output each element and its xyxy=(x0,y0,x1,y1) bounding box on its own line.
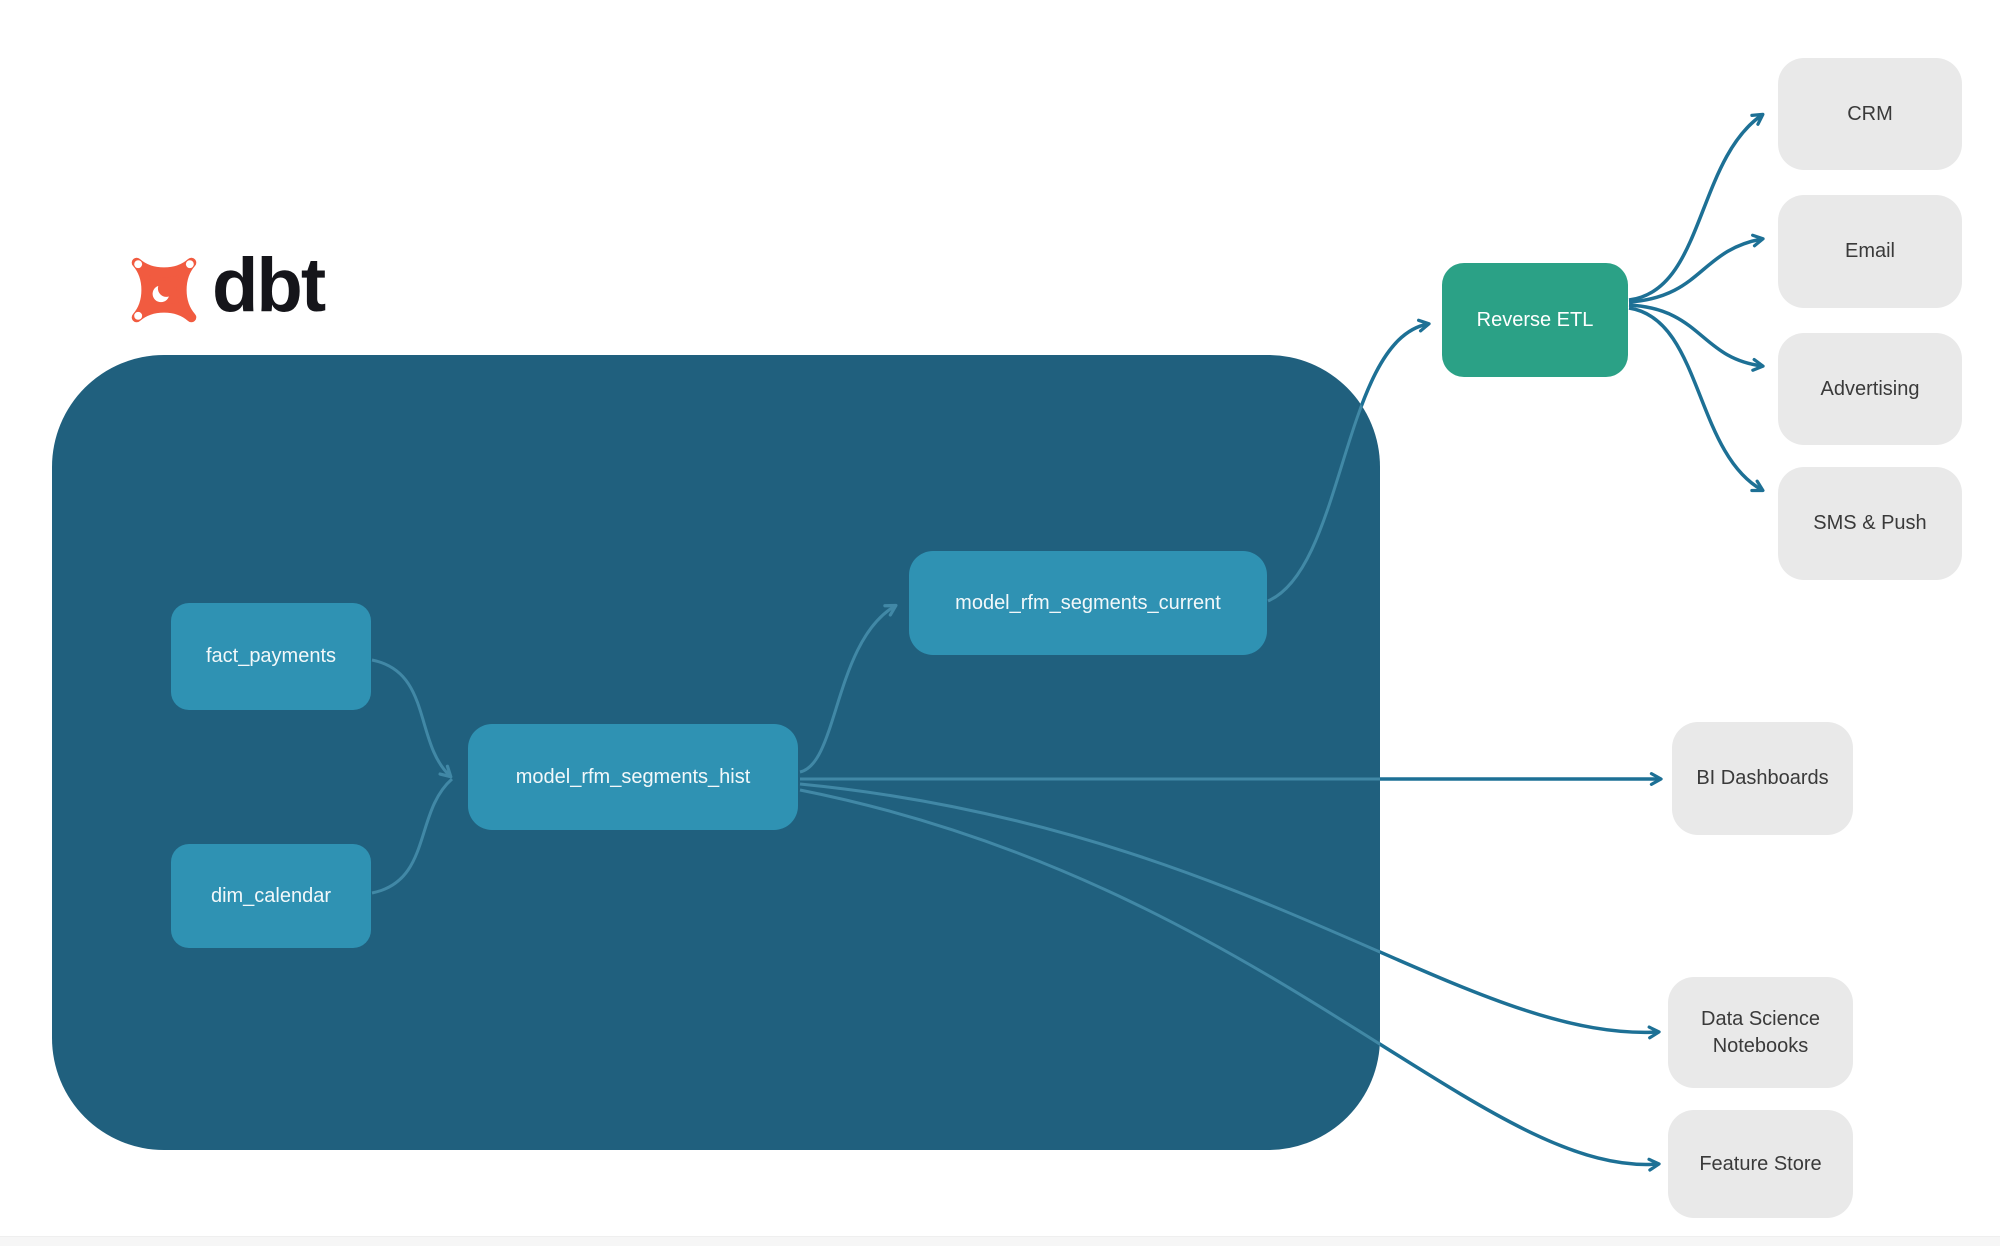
node-label: Feature Store xyxy=(1699,1152,1822,1175)
node-label: Data Science Notebooks xyxy=(1701,1007,1820,1057)
bottom-edge-strip xyxy=(0,1236,2000,1246)
node-label: model_rfm_segments_hist xyxy=(515,765,751,788)
dbt-star-icon xyxy=(131,257,197,323)
node-label: Advertising xyxy=(1820,377,1920,400)
node-feature-store: Feature Store xyxy=(1668,1110,1853,1218)
node-label: Email xyxy=(1844,240,1895,262)
node-sms-push: SMS & Push xyxy=(1778,467,1962,580)
edge-reverseetl-crm xyxy=(1628,112,1765,302)
edge-reverseetl-advertising xyxy=(1628,303,1765,372)
node-advertising: Advertising xyxy=(1778,333,1962,445)
node-crm: CRM xyxy=(1778,58,1962,170)
node-data-science-notebooks: Data Science Notebooks xyxy=(1668,977,1853,1088)
node-email: Email xyxy=(1778,195,1962,308)
node-label: dim_calendar xyxy=(210,884,332,907)
node-model-rfm-segments-hist: model_rfm_segments_hist xyxy=(468,724,798,830)
node-label: model_rfm_segments_current xyxy=(955,591,1221,614)
node-label: SMS & Push xyxy=(1813,512,1927,534)
node-label: CRM xyxy=(1847,102,1893,125)
node-label: BI Dashboards xyxy=(1696,767,1829,789)
node-label: fact_payments xyxy=(205,645,337,667)
node-fact-payments: fact_payments xyxy=(171,603,371,710)
edge-reverseetl-email xyxy=(1628,233,1765,304)
node-dim-calendar: dim_calendar xyxy=(171,844,371,948)
node-label: Reverse ETL xyxy=(1476,308,1594,331)
edge-reverseetl-sms xyxy=(1628,306,1765,493)
dbt-logo: dbt xyxy=(126,248,326,328)
node-model-rfm-segments-current: model_rfm_segments_current xyxy=(909,551,1267,655)
node-bi-dashboards: BI Dashboards xyxy=(1672,722,1853,835)
node-reverse-etl: Reverse ETL xyxy=(1442,263,1628,377)
dbt-wordmark: dbt xyxy=(212,243,326,328)
